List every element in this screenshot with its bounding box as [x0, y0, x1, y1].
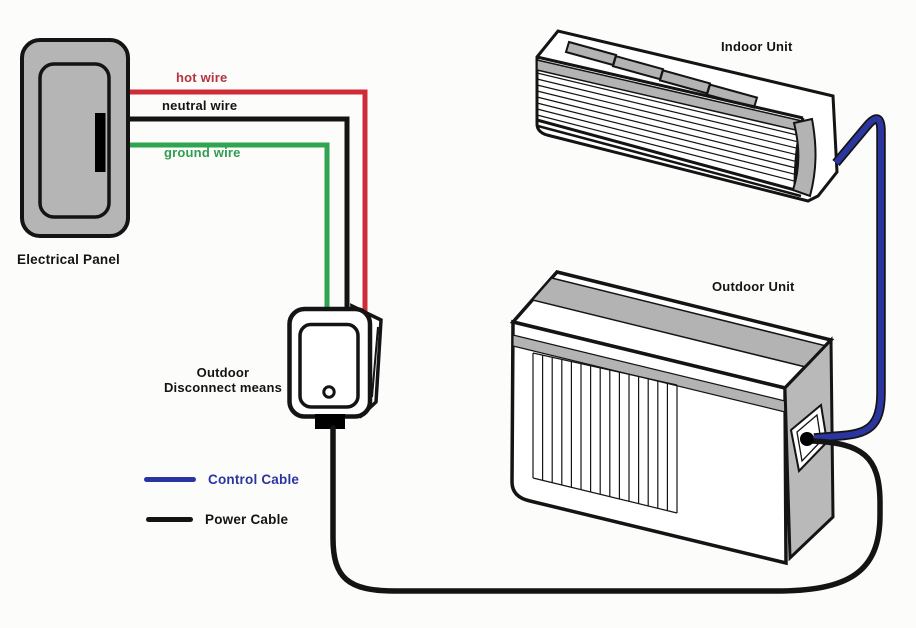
disconnect-label-line1: Outdoor — [196, 365, 250, 380]
panel-wires — [124, 89, 368, 314]
panel-breaker-bar — [95, 113, 106, 172]
control-cable-swatch — [144, 477, 196, 482]
electrical-panel — [20, 38, 130, 238]
outdoor-unit — [509, 270, 835, 566]
indoor-front-top-edge — [536, 55, 804, 120]
ground-wire-line — [124, 142, 330, 314]
indoor-unit-label: Indoor Unit — [721, 39, 793, 54]
disconnect-box — [287, 303, 383, 429]
connector-dot — [800, 432, 814, 446]
disconnect-door — [298, 322, 360, 409]
disconnect-label-line2: Disconnect means — [163, 379, 283, 395]
power-cable — [330, 425, 883, 594]
cables — [330, 114, 886, 594]
disconnect-label: Outdoor Disconnect means — [139, 365, 307, 395]
hot-wire-label: hot wire — [176, 70, 228, 85]
indoor-end-cap-side — [791, 117, 817, 198]
outdoor-connector-plate-inner — [796, 413, 822, 463]
control-cable — [813, 116, 884, 441]
indoor-vent-strip — [564, 40, 759, 109]
disconnect-knob — [322, 385, 336, 399]
legend-control-cable: Control Cable — [144, 472, 299, 487]
neutral-wire-label: neutral wire — [162, 98, 238, 113]
indoor-bottom-lip — [536, 118, 796, 192]
panel-body — [20, 38, 130, 238]
disconnect-side-crease — [371, 326, 379, 398]
power-cable-legend-label: Power Cable — [205, 512, 289, 527]
panel-door — [38, 62, 111, 219]
ground-wire-label: ground wire — [164, 145, 241, 160]
electrical-panel-label: Electrical Panel — [17, 252, 121, 267]
indoor-louvers — [536, 72, 798, 182]
indoor-bottom-lip2 — [537, 124, 802, 198]
hot-wire-line — [124, 89, 368, 312]
legend-power-cable: Power Cable — [146, 512, 288, 527]
neutral-wire-line — [124, 116, 350, 312]
indoor-unit — [535, 29, 839, 203]
disconnect-gland — [315, 414, 345, 429]
control-cable-legend-label: Control Cable — [208, 472, 300, 487]
outdoor-grille — [532, 352, 678, 514]
outdoor-unit-label: Outdoor Unit — [712, 279, 795, 294]
power-cable-swatch — [146, 517, 193, 522]
